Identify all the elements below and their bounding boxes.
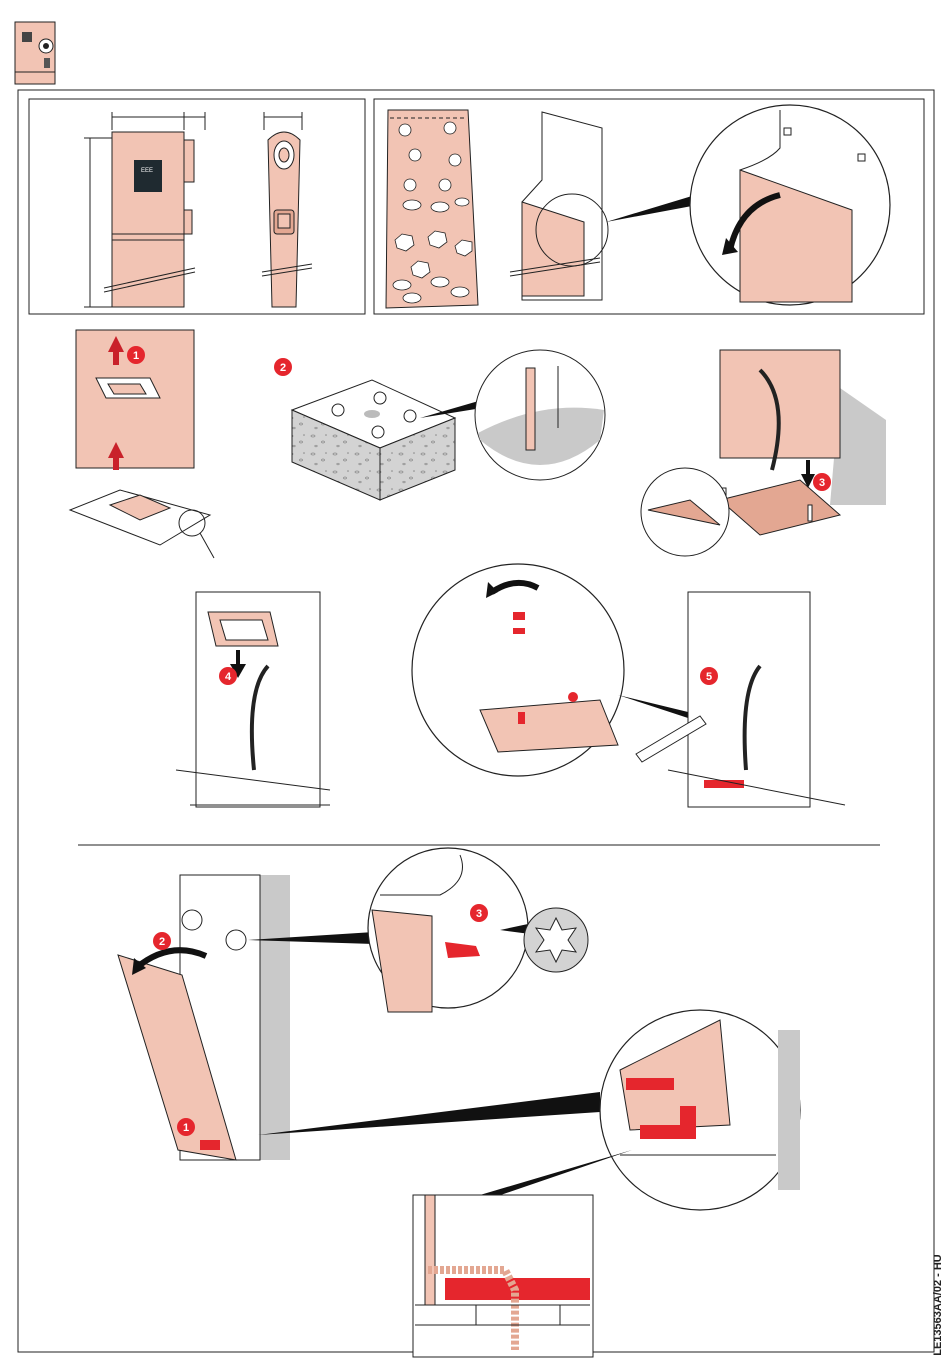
dimension-views-panel [29, 99, 365, 314]
torx-icon [524, 908, 588, 972]
panel-step-2-badge: 2 [159, 936, 165, 948]
front-view-dimensions [84, 112, 205, 307]
side-view-dimensions [262, 112, 312, 307]
step1-baseplate [70, 330, 214, 558]
step3-mounting [641, 350, 886, 556]
zoom-pointer [606, 196, 692, 222]
panel-step-1-badge: 1 [183, 1122, 189, 1134]
step-4-badge: 4 [225, 671, 232, 683]
section-detail-inset [413, 1195, 593, 1357]
step2-concrete-foundation [292, 380, 482, 500]
step5-wrench-tightening [636, 592, 845, 807]
nut-tightening-zoom [412, 564, 688, 776]
step4-gasket [176, 592, 330, 807]
document-code-text: LE13563AA/02 - HU [932, 1254, 944, 1356]
anchor-bolt-zoom [475, 350, 605, 480]
step-5-badge: 5 [706, 671, 712, 683]
charging-station-icon [15, 22, 55, 84]
hardware-bag [386, 110, 478, 308]
step-2-badge: 2 [280, 362, 286, 374]
cover-plate-view [510, 112, 608, 300]
step-3-badge: 3 [819, 477, 825, 489]
led-label: EEE [141, 168, 153, 174]
panel-step-3-badge: 3 [476, 908, 482, 920]
step-1-badge: 1 [133, 350, 139, 362]
document-code: LE13563AA/02 - HU [923, 1250, 950, 1360]
torx-screw-zoom [368, 848, 530, 1012]
cover-detail-zoom [690, 105, 890, 305]
